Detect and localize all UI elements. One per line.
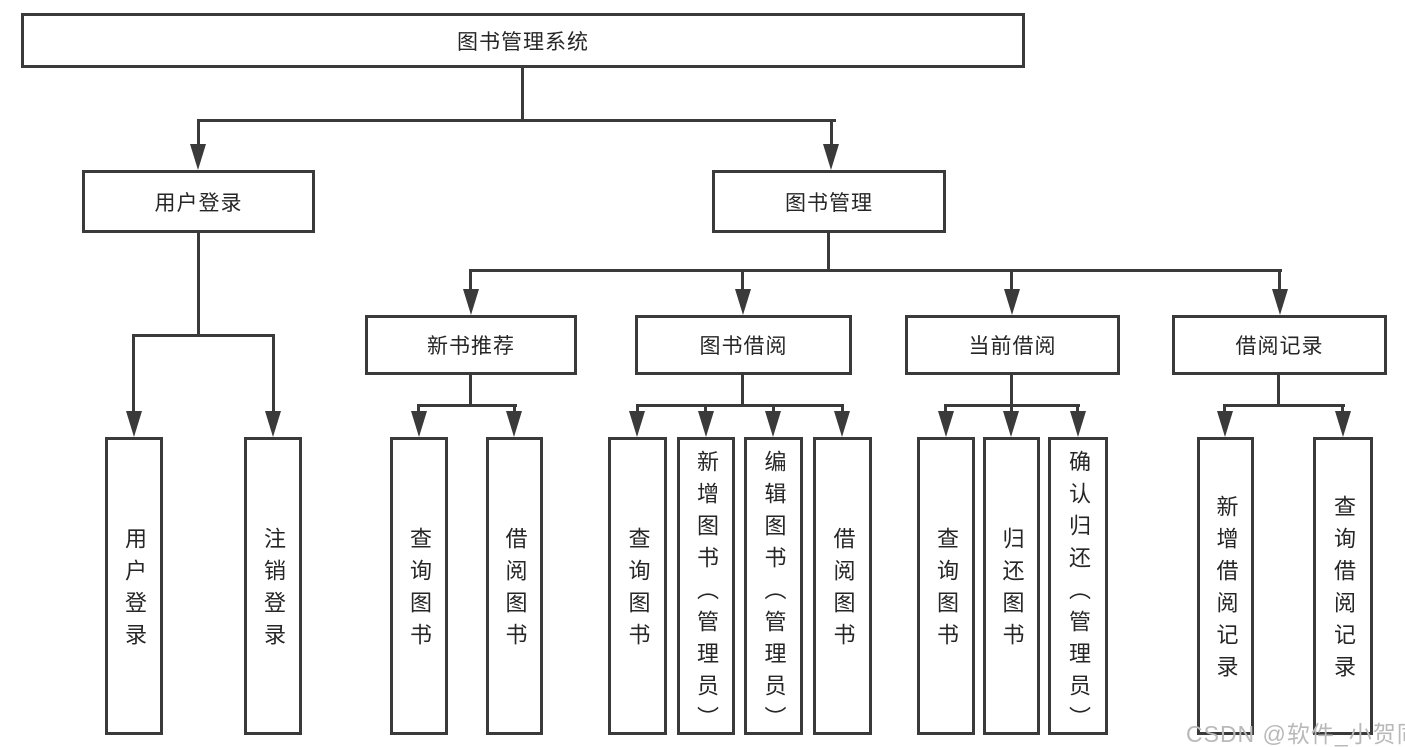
connector-line bbox=[469, 375, 472, 407]
arrowhead-down-icon bbox=[265, 411, 281, 437]
connector-line bbox=[469, 269, 1282, 272]
leaf-add-borrow-record: 新增借阅记录 bbox=[1197, 437, 1254, 735]
connector-line bbox=[1278, 269, 1281, 295]
connector-line bbox=[827, 233, 830, 272]
arrowhead-down-icon bbox=[1003, 411, 1019, 437]
connector-line bbox=[469, 269, 472, 295]
connector-line bbox=[1277, 375, 1280, 407]
arrowhead-down-icon bbox=[1004, 289, 1020, 315]
arrowhead-down-icon bbox=[1217, 411, 1233, 437]
connector-line bbox=[636, 404, 844, 407]
arrowhead-down-icon bbox=[823, 144, 839, 170]
node-new-book-recommend: 新书推荐 bbox=[365, 315, 577, 375]
leaf-query-borrow-record: 查询借阅记录 bbox=[1313, 437, 1373, 735]
connector-line bbox=[132, 334, 275, 337]
arrowhead-down-icon bbox=[735, 289, 751, 315]
leaf-borrow-books: 借阅图书 bbox=[813, 437, 872, 735]
node-user-login: 用户登录 bbox=[82, 170, 315, 233]
leaf-confirm-return-admin: 确认归还（管理员） bbox=[1048, 437, 1108, 738]
connector-line bbox=[197, 119, 200, 149]
connector-line bbox=[197, 233, 200, 337]
arrowhead-down-icon bbox=[506, 411, 522, 437]
arrowhead-down-icon bbox=[190, 144, 206, 170]
arrowhead-down-icon bbox=[1272, 289, 1288, 315]
leaf-query-books-borrow: 查询图书 bbox=[608, 437, 667, 735]
node-library-management-system: 图书管理系统 bbox=[21, 13, 1025, 68]
arrowhead-down-icon bbox=[698, 411, 714, 437]
connector-line bbox=[132, 334, 135, 414]
connector-line bbox=[1223, 404, 1345, 407]
arrowhead-down-icon bbox=[938, 411, 954, 437]
connector-line bbox=[830, 119, 833, 149]
connector-line bbox=[197, 119, 836, 122]
connector-line bbox=[521, 68, 524, 122]
leaf-logout: 注销登录 bbox=[244, 437, 302, 735]
leaf-query-books-current: 查询图书 bbox=[917, 437, 975, 735]
arrowhead-down-icon bbox=[411, 411, 427, 437]
node-book-management: 图书管理 bbox=[712, 170, 946, 233]
node-current-borrow: 当前借阅 bbox=[905, 315, 1120, 375]
leaf-user-login: 用户登录 bbox=[105, 437, 163, 735]
connector-line bbox=[741, 375, 744, 407]
arrowhead-down-icon bbox=[629, 411, 645, 437]
connector-line bbox=[1010, 269, 1013, 295]
arrowhead-down-icon bbox=[126, 411, 142, 437]
arrowhead-down-icon bbox=[765, 411, 781, 437]
leaf-edit-book-admin: 编辑图书（管理员） bbox=[744, 437, 803, 738]
node-borrow-records: 借阅记录 bbox=[1172, 315, 1387, 375]
connector-line bbox=[1010, 375, 1013, 407]
leaf-add-book-admin: 新增图书（管理员） bbox=[677, 437, 735, 738]
arrowhead-down-icon bbox=[834, 411, 850, 437]
node-book-borrow: 图书借阅 bbox=[635, 315, 852, 375]
arrowhead-down-icon bbox=[1335, 411, 1351, 437]
watermark: CSDN @软件_小贺同学 bbox=[1186, 721, 1405, 747]
leaf-return-book: 归还图书 bbox=[983, 437, 1040, 735]
arrowhead-down-icon bbox=[463, 289, 479, 315]
connector-line bbox=[417, 404, 517, 407]
leaf-borrow-books-recommend: 借阅图书 bbox=[486, 437, 543, 735]
connector-line bbox=[741, 269, 744, 295]
connector-line bbox=[272, 334, 275, 414]
leaf-query-books-recommend: 查询图书 bbox=[390, 437, 448, 735]
arrowhead-down-icon bbox=[1070, 411, 1086, 437]
